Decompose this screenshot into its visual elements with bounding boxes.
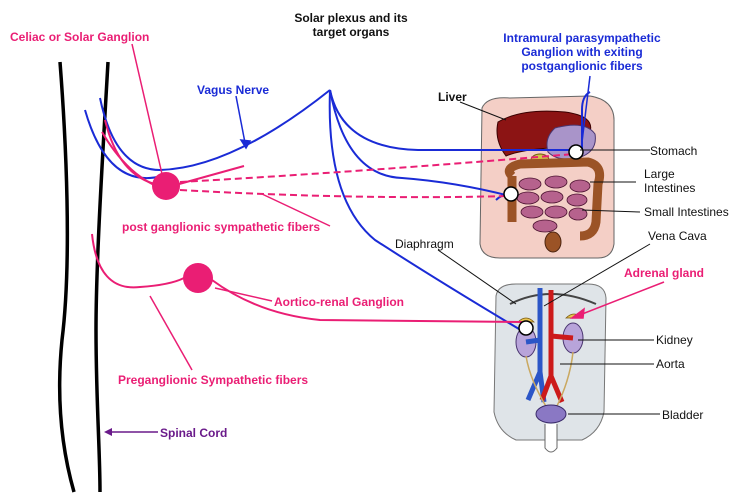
diagram-title: Solar plexus and its target organs — [276, 11, 426, 39]
bladder-label: Bladder — [662, 408, 703, 422]
celiac-ganglion-label: Celiac or Solar Ganglion — [10, 30, 149, 44]
intramural-ganglion-label: Intramural parasympathetic Ganglion with… — [484, 31, 680, 73]
aorta-label: Aorta — [656, 357, 685, 371]
intramural-line-1: Intramural parasympathetic — [484, 31, 680, 45]
bladder-organ — [536, 405, 566, 423]
spinal-cord — [60, 62, 108, 492]
large-intestines-label: Large Intestines — [644, 167, 695, 195]
aorticorenal-ganglion-label: Aortico-renal Ganglion — [274, 295, 404, 309]
preganglionic-label: Preganglionic Sympathetic fibers — [118, 373, 308, 387]
celiac-ganglion — [152, 172, 180, 200]
kidney-label: Kidney — [656, 333, 693, 347]
title-line-1: Solar plexus and its — [276, 11, 426, 25]
diaphragm-label: Diaphragm — [395, 237, 454, 251]
spinal-cord-label: Spinal Cord — [160, 426, 227, 440]
large-intestines-line-1: Large — [644, 167, 695, 181]
liver-label: Liver — [438, 90, 467, 104]
stomach-label: Stomach — [650, 144, 697, 158]
small-intestines-label: Small Intestines — [644, 205, 729, 219]
title-line-2: target organs — [276, 25, 426, 39]
retroperitoneal-organs — [494, 284, 606, 452]
spinal-cord-pointer — [104, 428, 158, 436]
adrenal-gland-label: Adrenal gland — [624, 266, 704, 280]
large-intestines-line-2: Intestines — [644, 181, 695, 195]
aorticorenal-ganglion — [183, 263, 213, 293]
vagus-nerve-label: Vagus Nerve — [197, 83, 269, 97]
intramural-line-2: Ganglion with exiting — [484, 45, 680, 59]
intramural-line-3: postganglionic fibers — [484, 59, 680, 73]
post-ganglionic-label: post ganglionic sympathetic fibers — [122, 220, 320, 234]
abdominal-organs — [480, 96, 614, 258]
vena-cava-label: Vena Cava — [648, 229, 707, 243]
